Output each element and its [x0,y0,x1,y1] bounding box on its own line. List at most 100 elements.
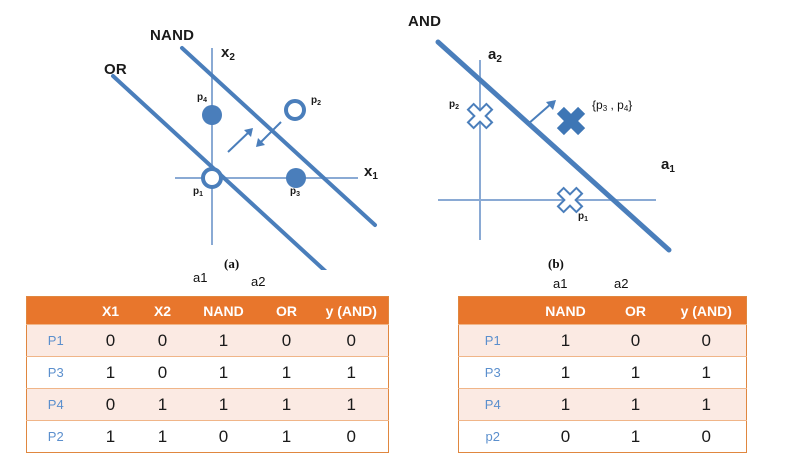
point-label-p2-base: p [311,95,318,106]
table-row: P2 1 1 0 1 0 [26,420,389,453]
table-a-cell-2-1: 1 [136,388,189,421]
table-a-row-0-label: P1 [26,324,85,357]
table-a-header-4: OR [258,296,315,325]
table-a-cell-2-3: 1 [258,388,315,421]
point-label-p2-sub: 2 [317,100,322,107]
point-p2-marker [466,102,494,130]
point-label-b-p1-sub: 1 [584,216,589,223]
table-b-header-2: OR [604,296,667,325]
table-b-cell-0-1: 0 [604,324,667,357]
table-a-row-3-label: P2 [26,420,85,453]
and-side-arrow [527,100,556,125]
point-label-b-p2-base: p [449,99,456,110]
table-b-row-1-label: P3 [458,356,527,389]
truth-table-a-head: X1 X2 NAND OR y (AND) [26,296,389,325]
table-header-row: NAND OR y (AND) [458,296,747,325]
and-decision-boundary [435,39,672,253]
table-b-header-1: NAND [526,296,605,325]
point-label-p4-base: p [197,92,204,103]
x-axis-label-sub: 1 [372,171,378,182]
or-side-arrow [227,128,253,153]
point-label-p3: p3 [290,186,300,198]
point-label-b-p3p4: {p3 , p4} [592,98,632,113]
truth-table-b: NAND OR y (AND) P1 1 0 0 P3 1 1 1 P4 1 1… [458,296,747,453]
truth-table-b-body: P1 1 0 0 P3 1 1 1 P4 1 1 1 p2 0 1 0 [458,324,747,453]
table-a-cell-3-2: 0 [188,420,259,453]
diagram-a-canvas [111,46,377,270]
x-axis-label-a: x1 [364,163,378,182]
and-line-label: AND [408,13,442,30]
truth-table-a-body: P1 0 0 1 0 0 P3 1 0 1 1 1 P4 0 1 1 1 1 P… [26,324,389,453]
point-label-p1: p1 [193,186,203,198]
point-label-p2: p2 [311,95,321,107]
table-b-cell-2-1: 1 [604,388,667,421]
table-a-cell-3-4: 0 [314,420,389,453]
or-decision-boundary [111,74,328,270]
point-p4-marker [202,105,222,125]
x-axis-label-b-base: a [661,156,670,173]
point-label-b-p1-base: p [578,211,585,222]
table-a-cell-0-4: 0 [314,324,389,357]
table-a-header-1: X1 [84,296,137,325]
table-header-row: X1 X2 NAND OR y (AND) [26,296,389,325]
table-row: p2 0 1 0 [458,420,747,453]
x-axis-label-b: a1 [661,156,675,175]
table-a-row-1-label: P3 [26,356,85,389]
diagrams-area: NAND OR x1 x2 p4 p2 p1 p3 AND a1 a2 [104,13,675,270]
table-b-row-3-label: p2 [458,420,527,453]
table-b-cell-2-0: 1 [526,388,605,421]
figure-caption-a: (a) [224,256,240,271]
table-a-cell-3-0: 1 [84,420,137,453]
set-sub-2: 4 [623,104,629,113]
set-open: {p [592,98,603,112]
point-label-b-p2: p2 [449,99,459,111]
y-axis-label-b: a2 [488,46,502,65]
set-sub-1: 3 [602,104,608,113]
point-label-p1-base: p [193,186,200,197]
table-b-cell-0-0: 1 [526,324,605,357]
table-a-cell-2-4: 1 [314,388,389,421]
table-row: P3 1 1 1 [458,356,747,389]
table-row: P1 0 0 1 0 0 [26,324,389,357]
diagram-b-canvas [435,39,672,253]
table-b-cell-1-0: 1 [526,356,605,389]
point-label-p3-sub: 3 [296,191,301,198]
table-a-cell-0-0: 0 [84,324,137,357]
table-b-col-tag-a1: a1 [553,276,568,291]
table-a-header-5: y (AND) [314,296,389,325]
point-p3p4-marker [556,106,586,136]
table-b-cell-3-1: 1 [604,420,667,453]
table-b-header-3: y (AND) [666,296,747,325]
table-a-cell-1-2: 1 [188,356,259,389]
point-label-p4-sub: 4 [203,97,208,104]
nand-decision-boundary [180,46,377,227]
set-mid: , p [607,98,624,112]
table-b-header-0 [458,296,527,325]
table-a-cell-1-1: 0 [136,356,189,389]
y-axis-label-b-sub: 2 [496,54,502,65]
table-b-col-tag-a2: a2 [614,276,629,291]
table-a-col-tag-a2: a2 [251,274,266,289]
table-a-cell-1-4: 1 [314,356,389,389]
figure-caption-b: (b) [548,256,564,271]
table-row: P4 0 1 1 1 1 [26,388,389,421]
table-b-row-0-label: P1 [458,324,527,357]
y-axis-label-base: x [221,44,230,61]
point-p1-marker [556,186,584,214]
set-close: } [628,98,633,112]
table-a-header-3: NAND [188,296,259,325]
table-row: P4 1 1 1 [458,388,747,421]
table-b-cell-1-2: 1 [666,356,747,389]
point-label-p3-base: p [290,186,297,197]
x-axis-label-b-sub: 1 [669,164,675,175]
table-b-cell-0-2: 0 [666,324,747,357]
table-a-header-0 [26,296,85,325]
point-p3-marker [286,168,306,188]
point-label-b-p1: p1 [578,211,588,223]
table-a-cell-0-2: 1 [188,324,259,357]
table-a-cell-2-0: 0 [84,388,137,421]
table-a-cell-3-1: 1 [136,420,189,453]
table-b-cell-3-2: 0 [666,420,747,453]
nand-line-label: NAND [150,27,195,44]
y-axis-label-a: x2 [221,44,235,63]
